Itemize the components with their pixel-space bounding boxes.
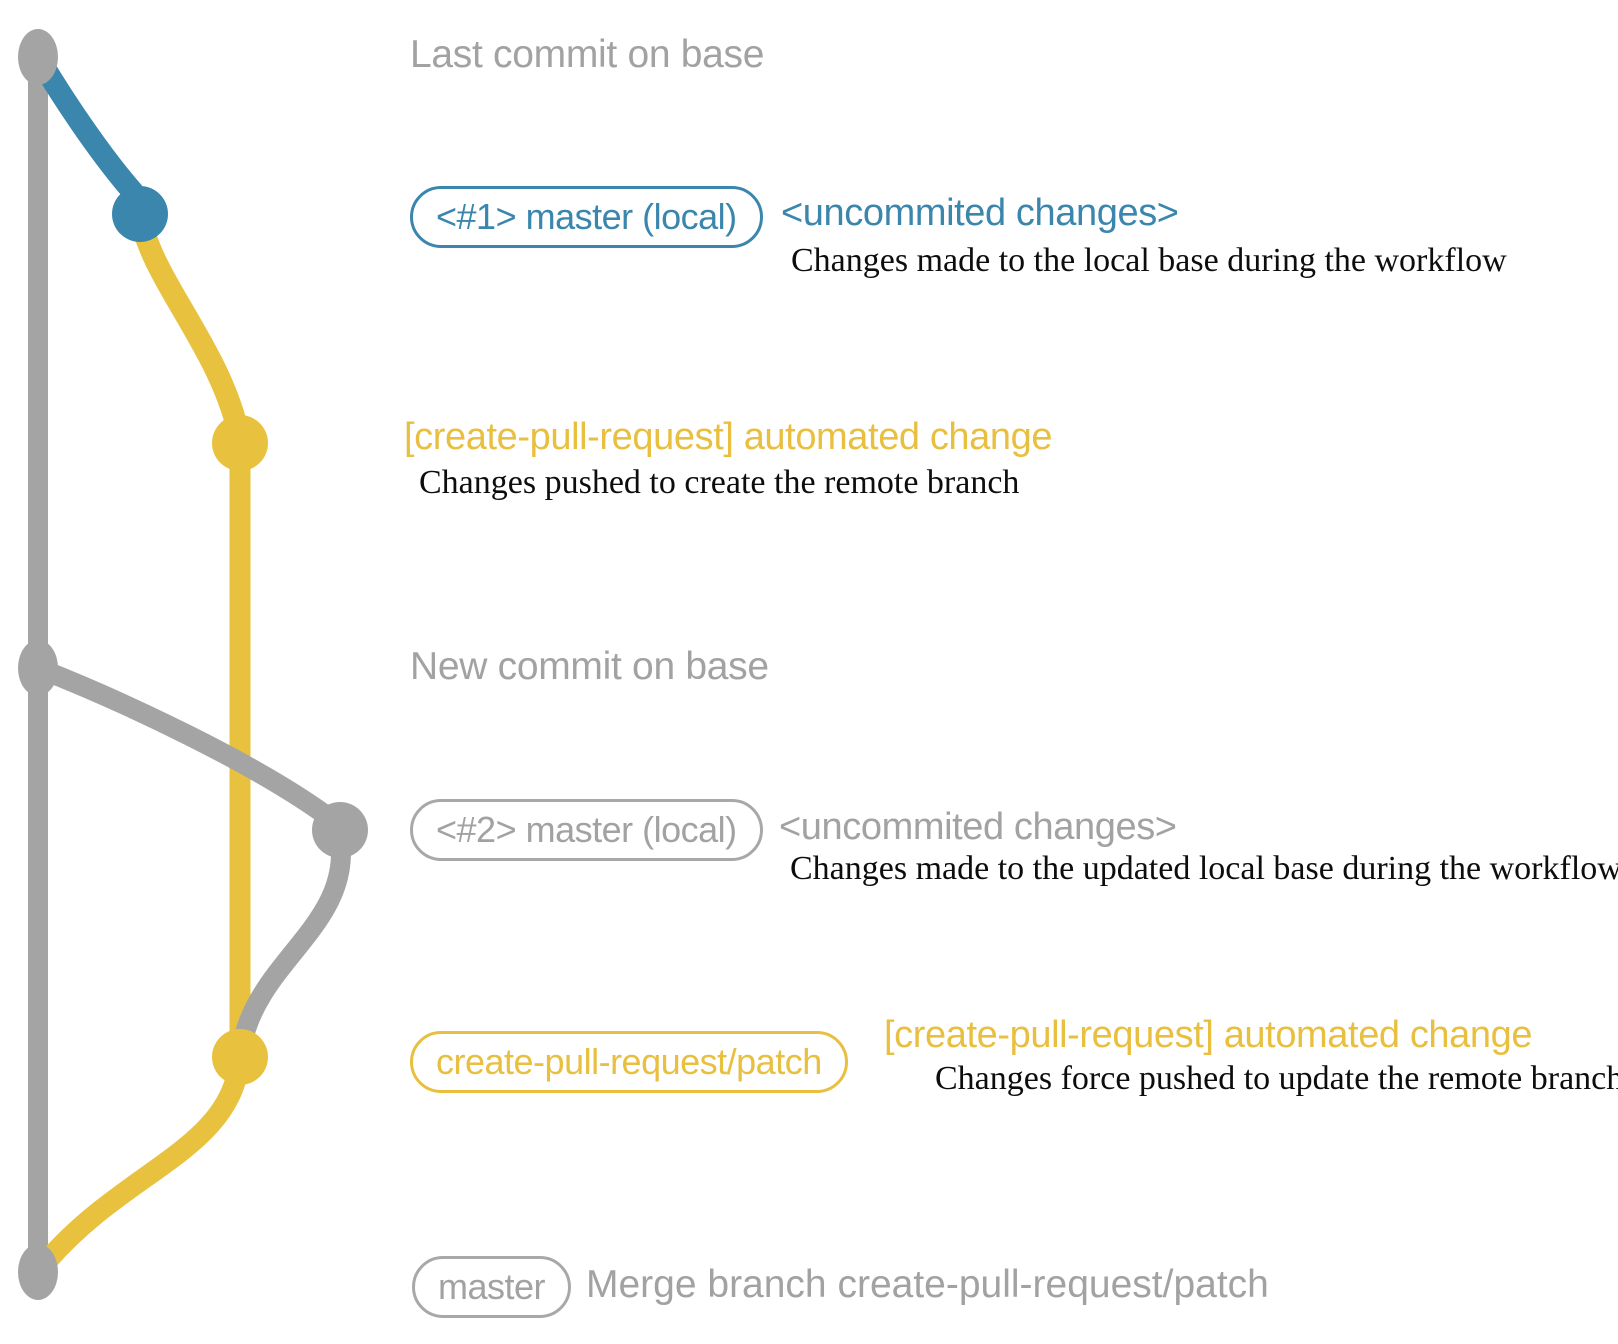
commit-node-patch-2 (212, 1029, 268, 1085)
commit-node-patch-1 (212, 415, 268, 471)
commit-message-merge: Merge branch create-pull-request/patch (586, 1263, 1269, 1306)
branch-badge-master-local-2: <#2> master (local) (410, 799, 763, 861)
commit-message-uncommited-changes-2: <uncommited changes> (779, 806, 1177, 848)
commit-node-merge (18, 1244, 58, 1300)
commit-description-1: Changes made to the local base during th… (791, 242, 1507, 279)
branch-badge-master: master (412, 1256, 572, 1318)
yellow-patch-branch-edge (129, 203, 251, 451)
gray-force-push-edge-in (232, 828, 352, 1055)
label-last-commit-on-base: Last commit on base (410, 33, 765, 76)
commit-description-4: Changes force pushed to update the remot… (935, 1060, 1618, 1097)
branch-badge-create-pull-request-patch: create-pull-request/patch (410, 1031, 848, 1093)
commit-message-automated-change-1: [create-pull-request] automated change (404, 416, 1053, 458)
label-new-commit-on-base: New commit on base (410, 645, 769, 688)
blue-local-branch-edge (29, 49, 144, 203)
commit-message-automated-change-2: [create-pull-request] automated change (884, 1014, 1533, 1056)
commit-node-local-2 (312, 802, 368, 858)
commit-message-uncommited-changes-1: <uncommited changes> (781, 192, 1179, 234)
commit-description-3: Changes made to the updated local base d… (790, 850, 1618, 887)
commit-description-2: Changes pushed to create the remote bran… (419, 464, 1020, 501)
gray-local-branch-edge-out (28, 658, 345, 832)
commit-node-new-base (18, 640, 58, 696)
branch-badge-master-local-1: <#1> master (local) (410, 186, 763, 248)
commit-node-local-1 (112, 186, 168, 242)
yellow-merge-edge (37, 1046, 251, 1271)
commit-node-last-base (18, 29, 58, 85)
